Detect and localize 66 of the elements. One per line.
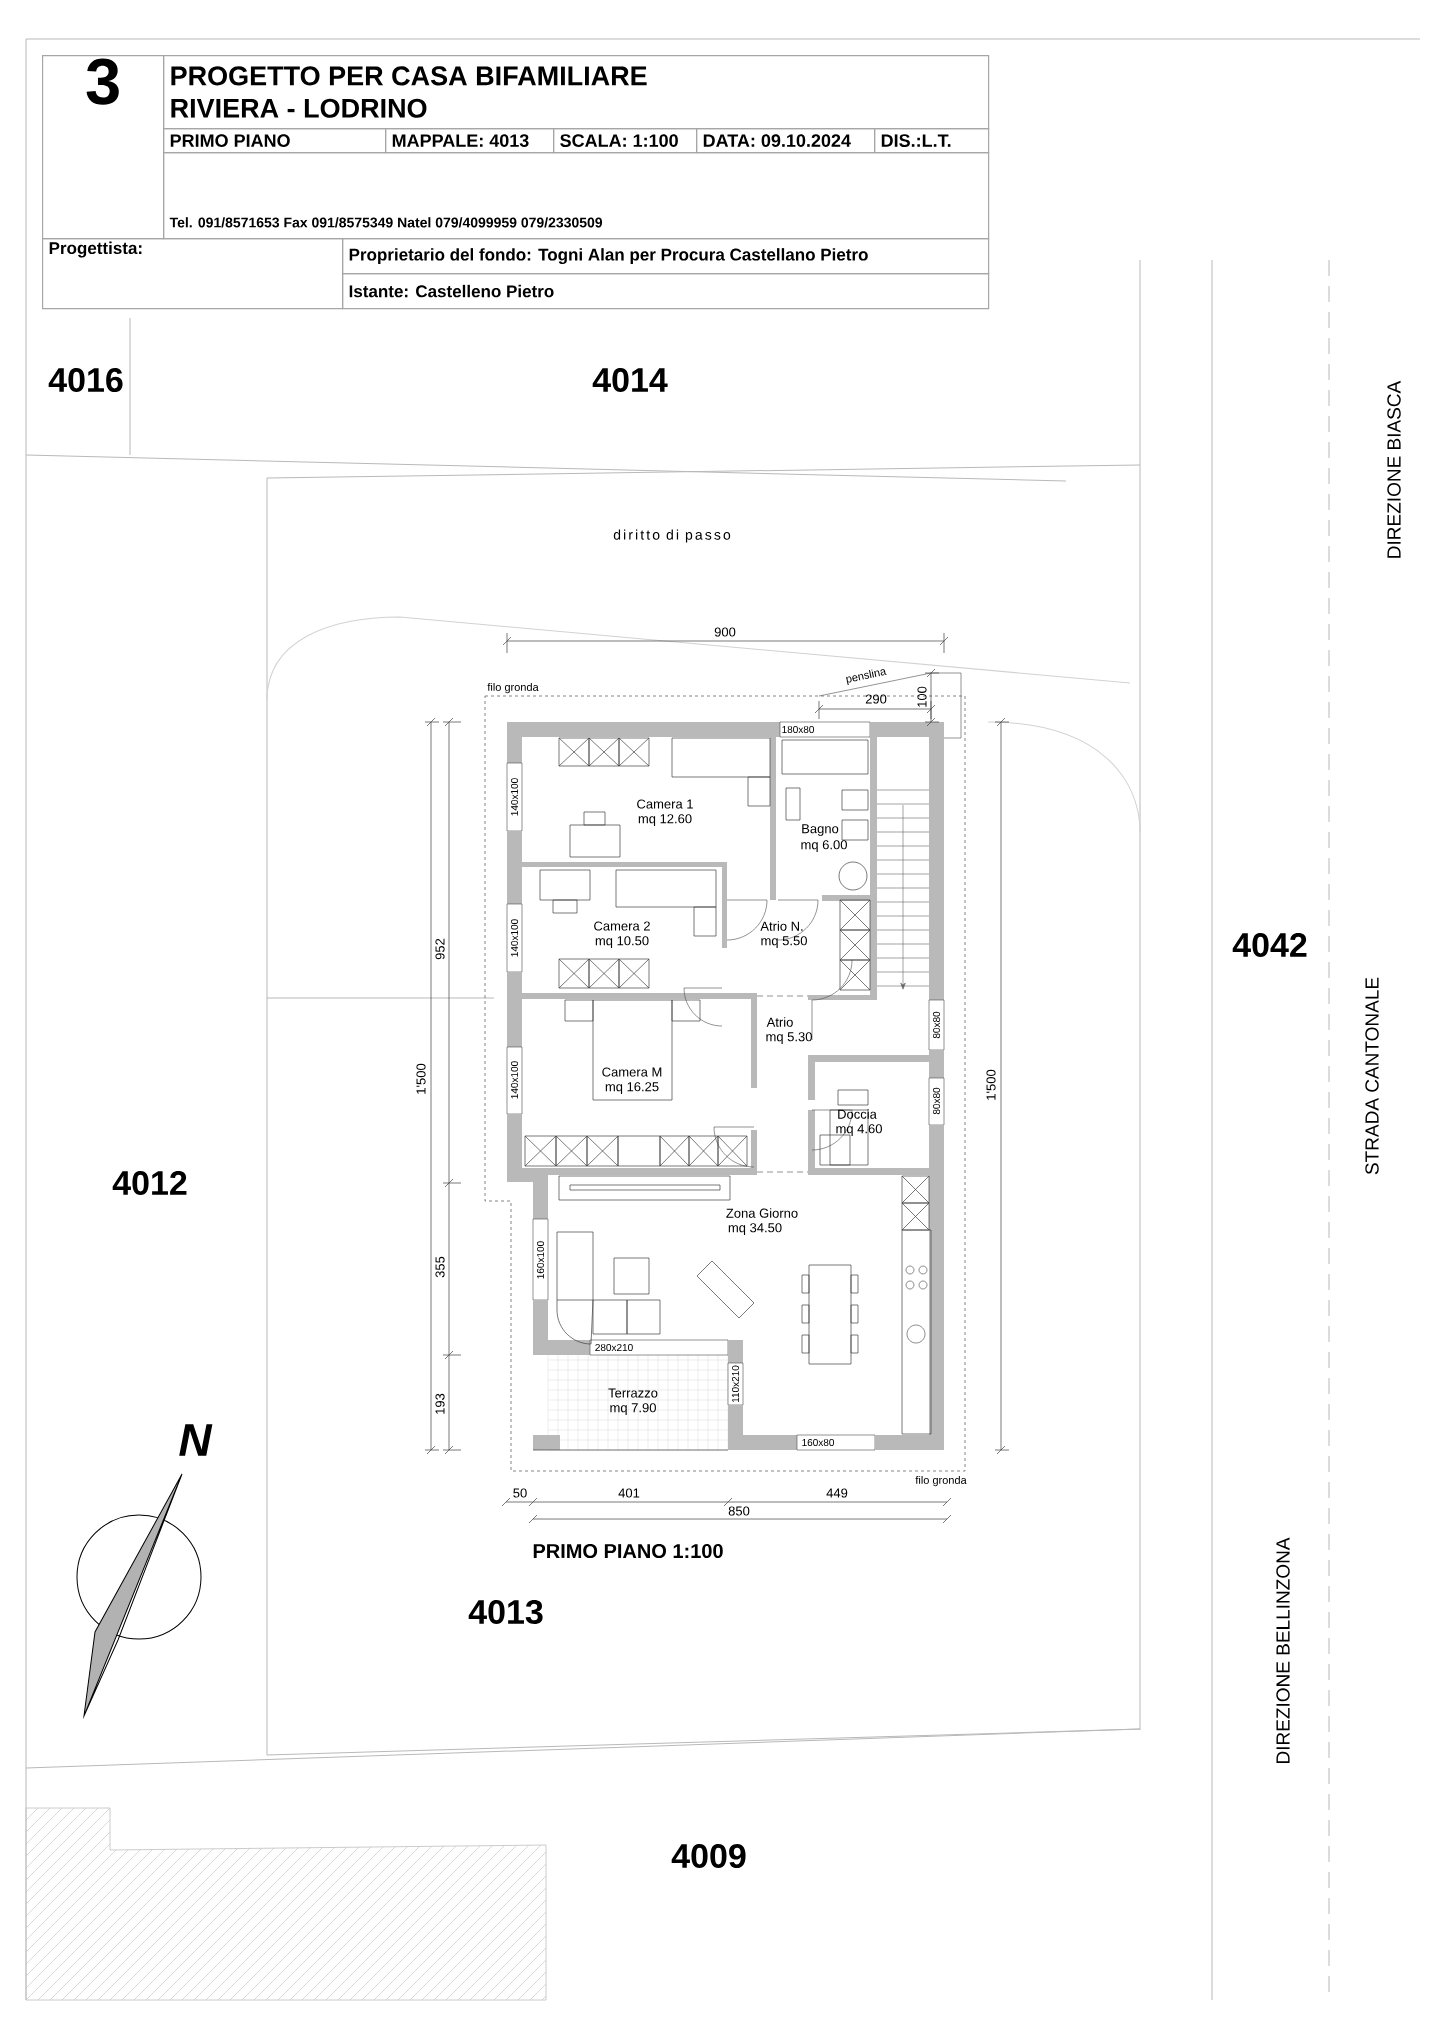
window-size-label: 80x80 — [932, 1011, 941, 1039]
parcel-number: 4014 — [592, 367, 668, 393]
room-area: mq 4.60 — [836, 1124, 882, 1136]
room-area: mq 6.00 — [801, 840, 847, 852]
street-label: DIREZIONE BELLINZONA — [1276, 1537, 1290, 1763]
info-cell: MAPPALE: 4013 — [385, 128, 555, 154]
room-name: Camera 1 — [637, 799, 693, 809]
window-size-label: 140x100 — [510, 919, 519, 957]
dimension-text: 952 — [435, 938, 445, 960]
parcel-number: 4009 — [671, 1844, 746, 1869]
dimension-text: 355 — [435, 1256, 445, 1278]
dimension-text: 900 — [714, 627, 736, 637]
room-area: mq 34.50 — [728, 1223, 782, 1235]
window-size-label: 140x100 — [510, 778, 519, 816]
info-cell: Progettista: — [42, 238, 344, 310]
room-name: Zona Giorno — [726, 1208, 798, 1218]
contact-cell: Tel. 091/8571653 Fax 091/8575349 Natel 079/4099959 079/2330509 — [163, 152, 990, 240]
room-area: mq 12.60 — [638, 814, 692, 826]
street-label: DIREZIONE BIASCA — [1387, 380, 1401, 558]
canopy-label: penslina — [846, 669, 887, 686]
eave-label: filo gronda — [487, 682, 539, 694]
info-cell: DATA: 09.10.2024 — [696, 128, 876, 154]
dimension-text: 1'500 — [416, 1063, 426, 1094]
window-size-label: 160x100 — [536, 1241, 545, 1279]
info-cell: DIS.:L.T. — [874, 128, 990, 154]
room-area: mq 5.30 — [766, 1032, 812, 1044]
window-size-label: 280x210 — [595, 1343, 633, 1352]
parcel-number: 4042 — [1232, 932, 1307, 958]
room-name: Camera 2 — [594, 921, 650, 931]
room-name: Doccia — [838, 1109, 877, 1119]
dimension-text: 50 — [513, 1488, 527, 1498]
window-size-label: 80x80 — [932, 1087, 941, 1115]
dimension-text: 1'500 — [986, 1069, 996, 1100]
title-cell: PROGETTO PER CASA BIFAMILIARE RIVIERA - LODRINO — [163, 55, 990, 130]
parcel-number: 4012 — [112, 1170, 187, 1196]
dimension-text: 100 — [917, 686, 927, 707]
street-label: STRADA CANTONALE — [1365, 977, 1379, 1175]
info-cell: Proprietario del fondo: Togni Alan per Procura Castellano Pietro — [342, 238, 990, 275]
room-name: Camera M — [602, 1067, 662, 1077]
room-name: Atrio — [766, 1017, 793, 1027]
north-label: N — [179, 1424, 213, 1456]
room-name: Bagno — [802, 824, 839, 836]
window-size-label: 160x80 — [802, 1438, 834, 1447]
dimension-text: 193 — [435, 1393, 445, 1414]
info-cell: Istante: Castelleno Pietro — [342, 273, 990, 310]
dimension-text: 401 — [618, 1488, 640, 1498]
sheet-number-cell: 3 — [42, 55, 165, 240]
room-area: mq 10.50 — [595, 936, 649, 948]
room-name: Atrio N. — [760, 921, 803, 931]
plan-title: PRIMO PIANO 1:100 — [533, 1543, 723, 1559]
dimension-text: 449 — [826, 1488, 848, 1498]
window-size-label: 180x80 — [782, 725, 814, 734]
dimension-text: 850 — [728, 1506, 750, 1516]
info-cell: SCALA: 1:100 — [553, 128, 698, 154]
parcel-number: 4013 — [468, 1599, 543, 1625]
dimension-text: 290 — [865, 694, 887, 704]
room-name: Terrazzo — [608, 1388, 658, 1398]
eave-label: filo gronda — [915, 1475, 967, 1487]
room-area: mq 16.25 — [605, 1082, 659, 1094]
window-size-label: 110x210 — [731, 1365, 740, 1403]
window-size-label: 140x100 — [510, 1061, 519, 1099]
info-cell: PRIMO PIANO — [163, 128, 387, 154]
room-area: mq 7.90 — [610, 1403, 656, 1415]
parcel-number: 4016 — [48, 367, 123, 393]
room-area: mq 5.50 — [761, 936, 807, 948]
easement-label: diritto di passo — [613, 529, 731, 543]
